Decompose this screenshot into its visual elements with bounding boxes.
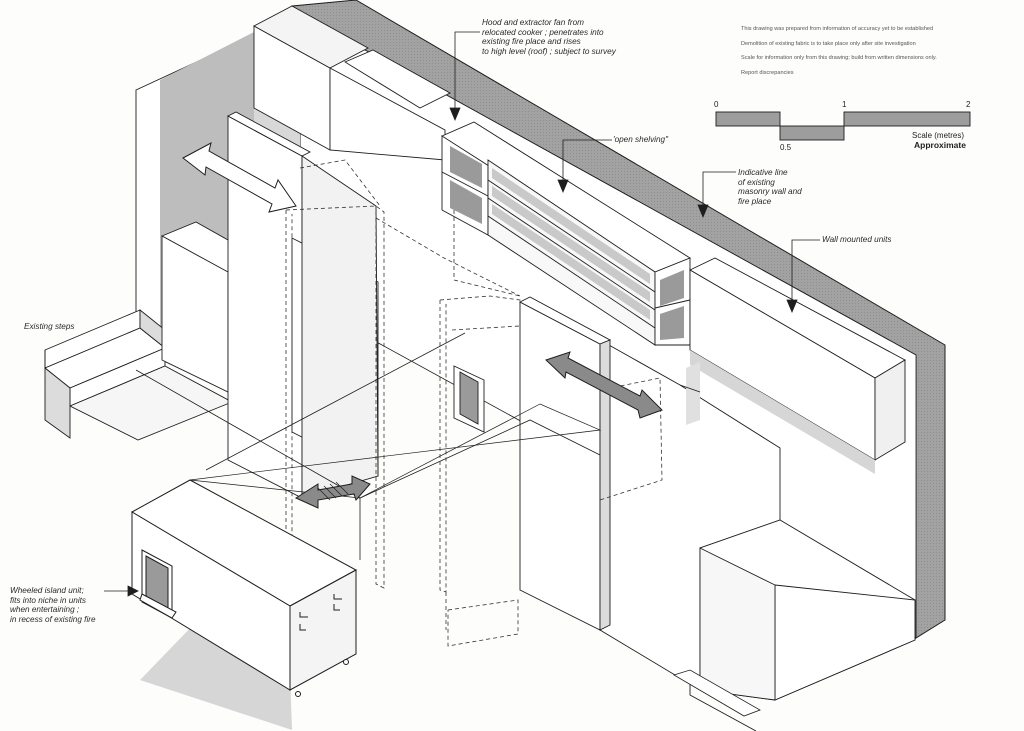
leader-hood: [454, 31, 480, 112]
annotation-open-shelving: 'open shelving": [613, 135, 693, 145]
scale-title: Scale (metres): [912, 131, 965, 140]
annotation-open-shelving-text: 'open shelving": [613, 135, 668, 144]
scale-subtitle: Approximate: [914, 140, 966, 150]
annotation-hood-line-2: relocated cooker ; penetrates into: [482, 27, 604, 37]
wall-mounted-units: [689, 257, 906, 474]
double-arrow-door: [545, 351, 663, 419]
leader-shelving: [562, 139, 612, 185]
disclaimer-line-3: Scale for information only from this dra…: [741, 55, 937, 61]
annotation-masonry-line-1: Indicative line: [738, 168, 788, 177]
annotation-island-line-3: when entertaining ;: [10, 605, 80, 615]
annotation-steps-text: Existing steps: [24, 322, 75, 331]
annotation-hood-extractor: Hood and extractor fan from relocated co…: [482, 18, 662, 56]
annotation-hood-line-3: existing fire place and rises: [482, 37, 581, 47]
scale-segment-0-0.5: [715, 111, 781, 127]
annotation-wall-units-text: Wall mounted units: [822, 235, 892, 244]
annotation-wall-units: Wall mounted units: [822, 235, 922, 245]
floor-sill: [673, 669, 761, 717]
upper-left-cabinet-top: [253, 5, 369, 69]
leader-wall-units: [791, 239, 820, 305]
central-tall-panel: [227, 111, 379, 499]
door-window: [453, 365, 485, 433]
annotation-island-line-1: Wheeled island unit;: [10, 586, 84, 595]
scale-tick-1: 1: [842, 100, 847, 109]
scale-segment-0.5-1: [779, 125, 845, 141]
drawing-disclaimer: This drawing was prepared from informati…: [741, 26, 1011, 84]
disclaimer-line-1: This drawing was prepared from informati…: [741, 26, 934, 32]
floor-arrow-hatching: [317, 481, 349, 501]
annotation-masonry-line-3: masonry wall and: [738, 187, 802, 197]
annotation-island-line-4: in recess of existing fire: [10, 614, 96, 624]
right-base-units: [599, 339, 916, 701]
island-niche-outline: [189, 403, 602, 499]
annotation-masonry-line-2: of existing: [738, 177, 775, 187]
annotation-hood-line-1: Hood and extractor fan from: [482, 18, 584, 27]
floor-outline: [135, 332, 601, 560]
annotation-wheeled-island: Wheeled island unit; fits into niche in …: [10, 586, 130, 624]
scale-tick-2: 2: [966, 100, 971, 109]
leader-masonry: [702, 171, 736, 210]
disclaimer-line-4: Report discrepancies: [741, 69, 794, 76]
annotation-hood-line-4: to high level (roof) ; subject to survey: [482, 46, 616, 56]
annotation-leaders: [104, 31, 820, 597]
double-arrow-upper-left: [182, 142, 297, 213]
wheeled-island-unit: [130, 479, 358, 730]
scale-segment-1-2: [843, 111, 971, 127]
annotation-masonry-line-4: fire place: [738, 196, 772, 206]
scale-tick-half: 0.5: [780, 143, 792, 152]
open-shelving-unit: [441, 121, 691, 346]
disclaimer-line-2: Demolition of existing fabric is to take…: [741, 40, 916, 47]
annotation-masonry-wall: Indicative line of existing masonry wall…: [738, 168, 828, 206]
existing-steps: [44, 309, 234, 441]
annotation-island-line-2: fits into niche in units: [10, 595, 87, 605]
annotation-existing-steps: Existing steps: [24, 322, 104, 332]
scale-tick-0: 0: [714, 100, 719, 109]
central-door-unit: [519, 296, 612, 631]
hood-block-top: [344, 49, 451, 109]
scale-bar: [715, 111, 971, 141]
movement-arrows: [182, 142, 663, 509]
dashed-ghost-outlines: [285, 159, 663, 647]
